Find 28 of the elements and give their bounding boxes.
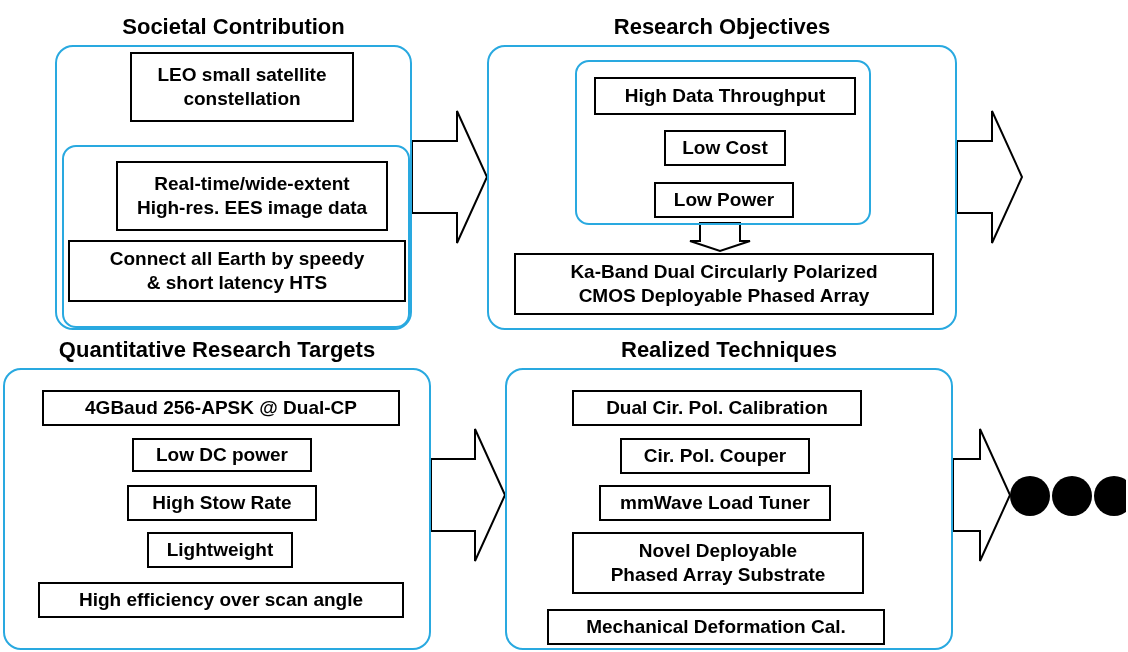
section-heading: Realized Techniques xyxy=(620,336,838,364)
item-box: Dual Cir. Pol. Calibration xyxy=(572,390,862,426)
group-frame xyxy=(62,145,410,328)
group-frame xyxy=(575,60,871,225)
item-box: Ka-Band Dual Circularly Polarized CMOS Deployable Phased Array xyxy=(514,253,934,315)
hollow-arrow xyxy=(956,110,1024,244)
hollow-arrow xyxy=(411,110,489,244)
item-box: mmWave Load Tuner xyxy=(599,485,831,521)
item-box: Novel Deployable Phased Array Substrate xyxy=(572,532,864,594)
item-box: Low DC power xyxy=(132,438,312,472)
section-heading: Quantitative Research Targets xyxy=(57,336,377,364)
item-box: Mechanical Deformation Cal. xyxy=(547,609,885,645)
item-box: Low Power xyxy=(654,182,794,218)
section-heading: Societal Contribution xyxy=(121,13,346,41)
item-box: 4GBaud 256-APSK @ Dual-CP xyxy=(42,390,400,426)
item-box: LEO small satellite constellation xyxy=(130,52,354,122)
item-box: High Stow Rate xyxy=(127,485,317,521)
item-box: High efficiency over scan angle xyxy=(38,582,404,618)
item-box: Lightweight xyxy=(147,532,293,568)
hollow-arrow xyxy=(689,222,751,253)
section-heading: Research Objectives xyxy=(612,13,832,41)
item-box: Connect all Earth by speedy & short latency HTS xyxy=(68,240,406,302)
item-box: High Data Throughput xyxy=(594,77,856,115)
hollow-arrow xyxy=(430,428,507,562)
item-box: Cir. Pol. Couper xyxy=(620,438,810,474)
item-box: Real-time/wide-extent High-res. EES image data xyxy=(116,161,388,231)
hollow-arrow xyxy=(952,428,1012,562)
item-box: Low Cost xyxy=(664,130,786,166)
